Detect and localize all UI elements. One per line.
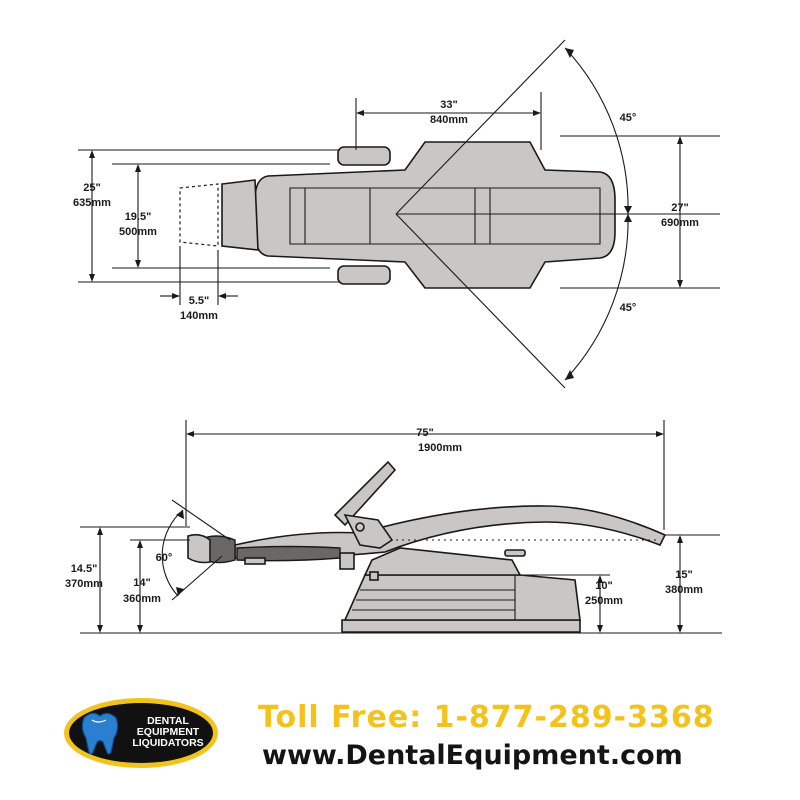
headrest-width-in: 19.5" [125, 211, 152, 223]
tooth-icon [81, 712, 119, 755]
logo-line-2: EQUIPMENT [136, 726, 200, 738]
side-view-chair [80, 460, 722, 634]
head-height-lower-mm: 360mm [123, 593, 161, 605]
side-view-labels: 75" 1900mm 14.5" 370mm 14" 360mm 60° 10"… [65, 427, 703, 607]
head-angle-label: 60° [156, 552, 173, 564]
rotation-lower-label: 45° [620, 302, 637, 314]
head-height-mm: 370mm [65, 578, 103, 590]
logo-text: DENTAL EQUIPMENT LIQUIDATORS [118, 716, 218, 749]
rotation-upper-label: 45° [620, 112, 637, 124]
headrest-travel-mm: 140mm [180, 310, 218, 322]
top-view-chair [179, 39, 720, 389]
dental-chair-drawing: 33" 840mm 25" 635mm 19.5" 500mm 5.5" 140… [65, 39, 722, 634]
base-width-mm: 690mm [661, 217, 699, 229]
foot-height-in: 15" [675, 569, 692, 581]
top-length-mm: 840mm [430, 114, 468, 126]
logo-line-1: DENTAL [147, 715, 189, 727]
head-height-lower-in: 14" [133, 577, 150, 589]
side-length-in: 75" [416, 427, 433, 439]
head-height-in: 14.5" [71, 563, 98, 575]
top-length-in: 33" [440, 99, 457, 111]
top-width-in: 25" [83, 182, 100, 194]
foot-height-mm: 380mm [665, 584, 703, 596]
logo-line-3: LIQUIDATORS [132, 737, 204, 749]
base-width-in: 27" [671, 202, 688, 214]
base-height-in: 10" [595, 580, 612, 592]
company-logo [64, 698, 218, 768]
top-view-labels: 33" 840mm 25" 635mm 19.5" 500mm 5.5" 140… [73, 99, 699, 322]
top-width-mm: 635mm [73, 197, 111, 209]
base-height-mm: 250mm [585, 595, 623, 607]
headrest-travel-in: 5.5" [189, 295, 210, 307]
website-link[interactable]: www.DentalEquipment.com [262, 740, 683, 771]
side-view-dimensions [80, 420, 720, 633]
top-view-dimensions [78, 48, 720, 380]
headrest-width-mm: 500mm [119, 226, 157, 238]
side-length-mm: 1900mm [418, 442, 462, 454]
toll-free-phone[interactable]: Toll Free: 1-877-289-3368 [258, 700, 715, 735]
